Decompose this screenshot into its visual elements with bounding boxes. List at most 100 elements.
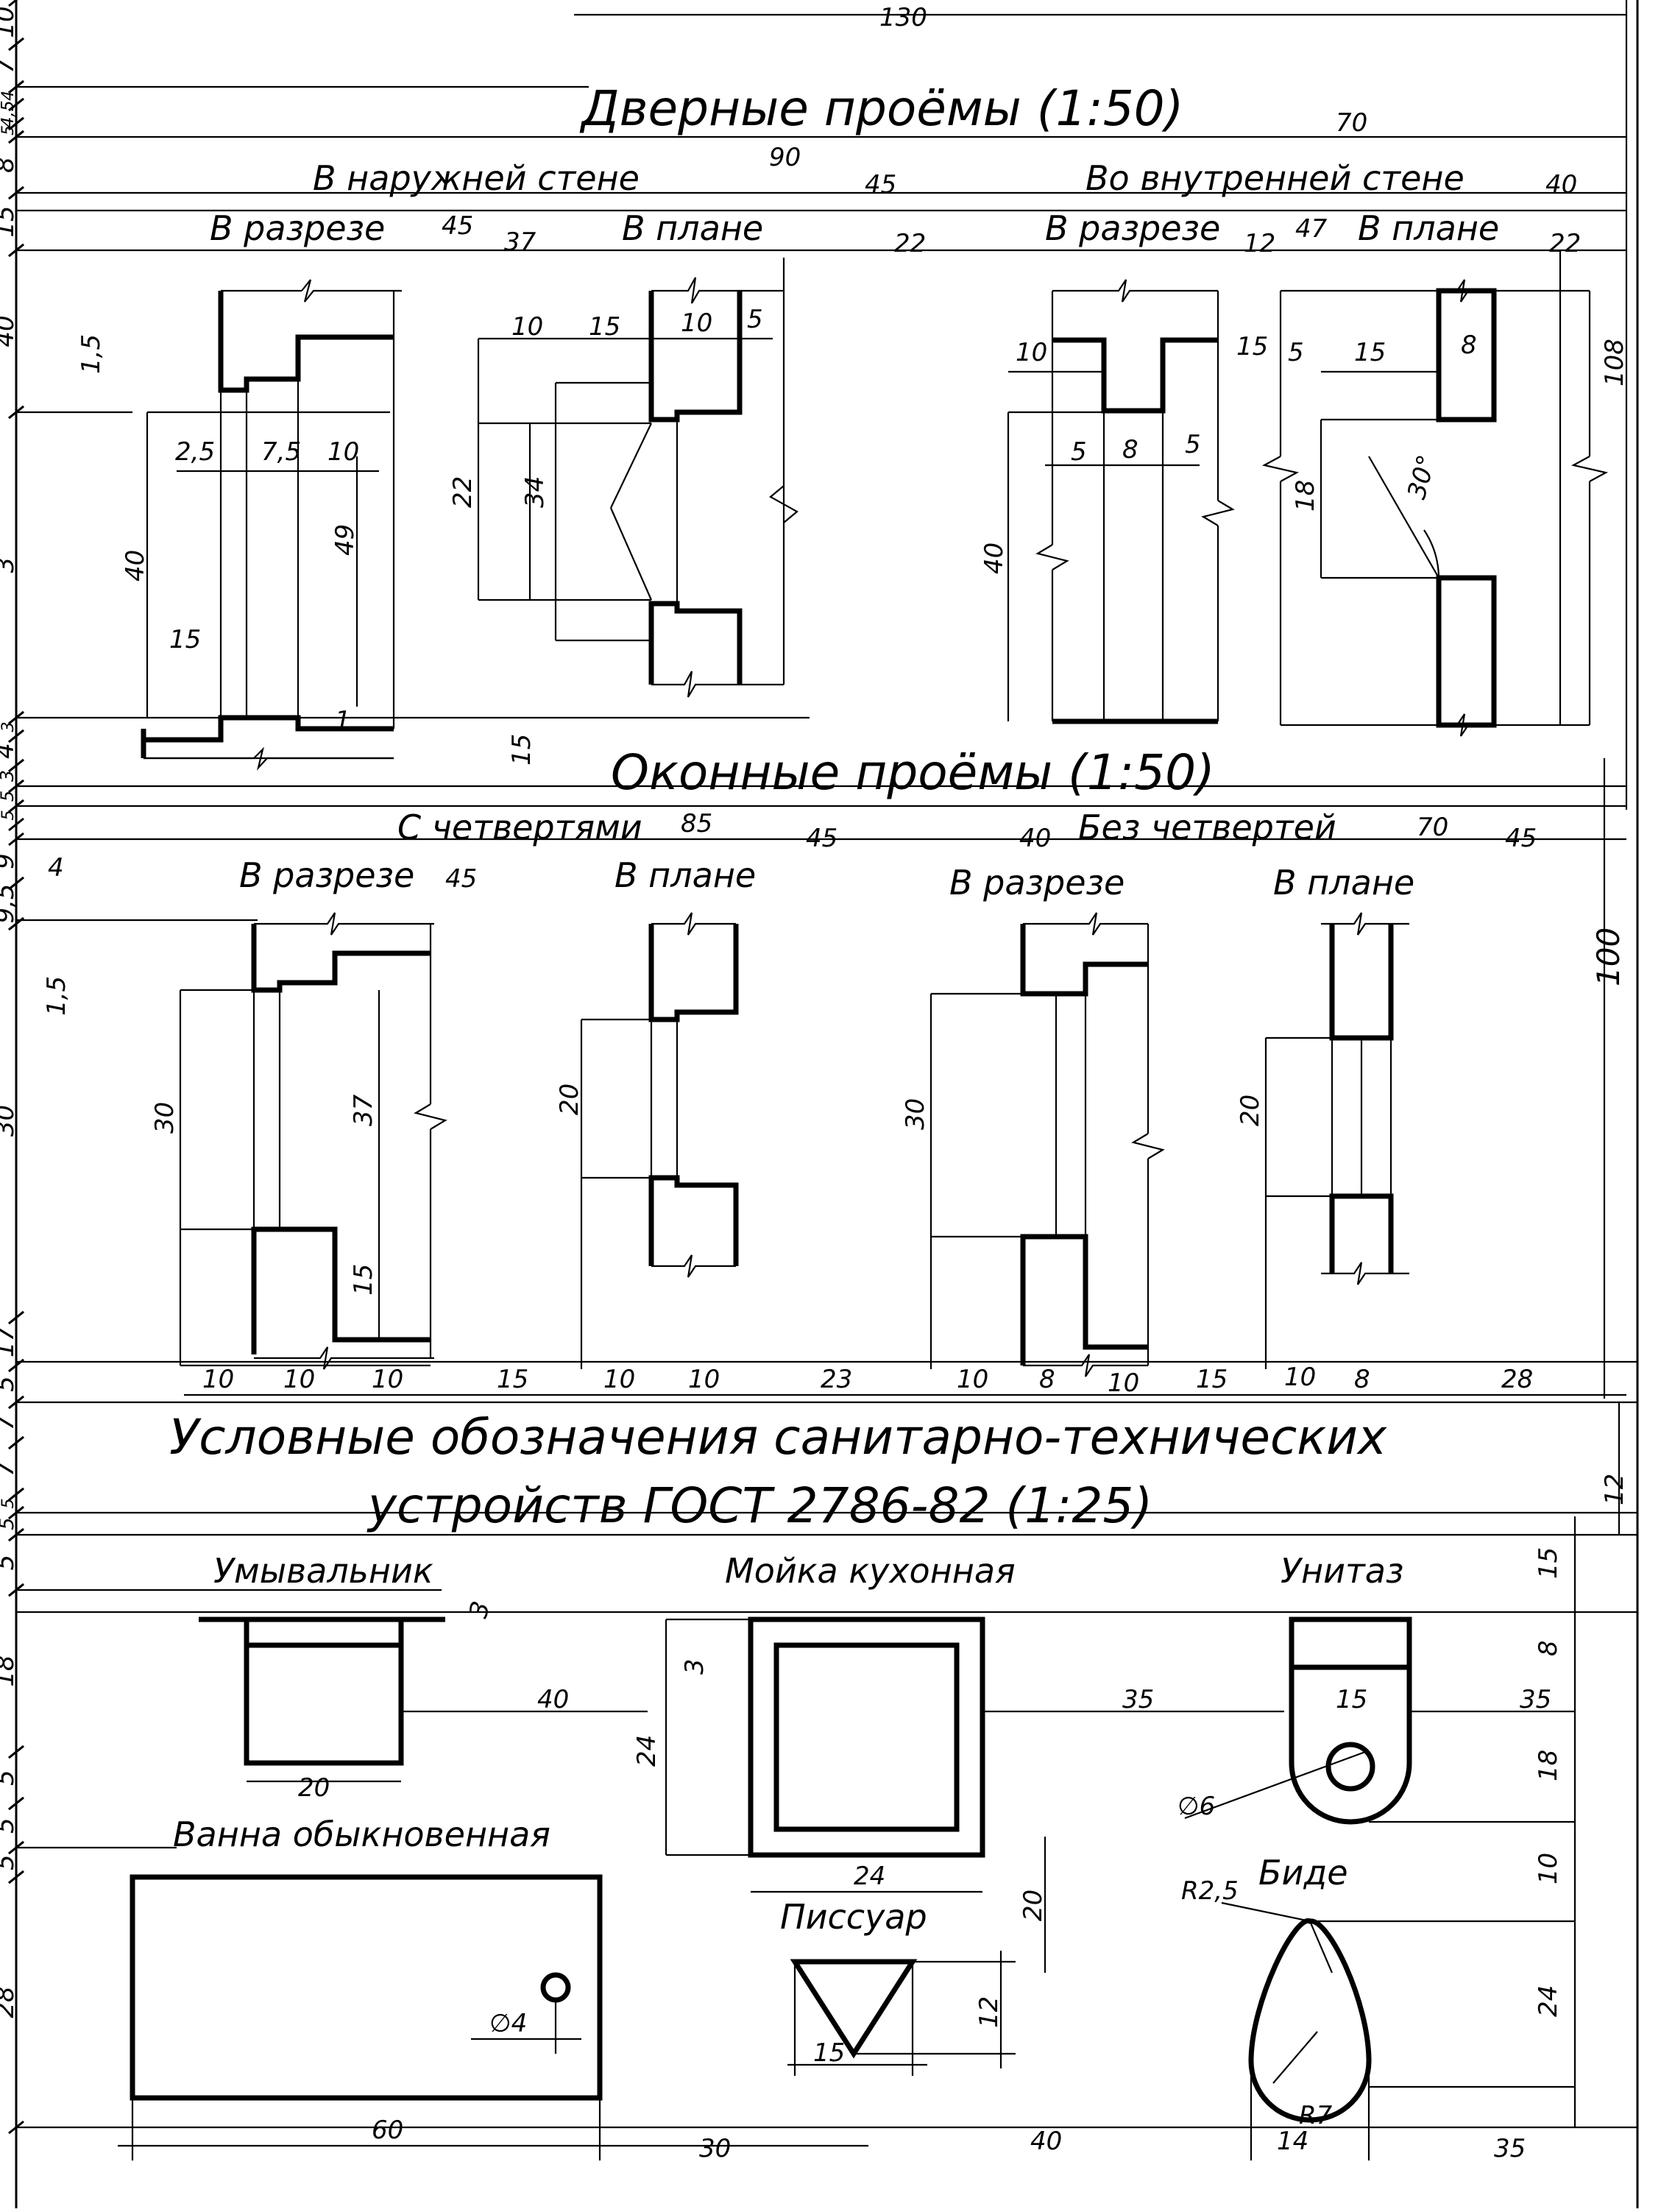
dim-85: 85 [681,809,712,838]
dim-37: 37 [504,227,536,257]
dim-18b: 18 [1534,1750,1563,1781]
dim-4: 4 [48,853,64,883]
label-plan-3: В плане [615,855,756,895]
dim-45c: 45 [806,824,837,853]
dim-35a: 35 [1122,1685,1154,1714]
label-inner-wall: Во внутренней стене [1086,158,1465,198]
dim-w8b: 8 [1354,1365,1370,1394]
bathtub-symbol [118,1874,868,2160]
dim-20c: 20 [298,1773,330,1803]
left-dim-0: 10 [0,6,20,38]
label-without-quarters: Без четвертей [1078,808,1336,847]
dim-45b: 45 [442,211,473,241]
label-washbasin: Умывальник [213,1551,433,1591]
kitchen-sink-symbol [665,1616,1284,1893]
left-dim-2: 4 [0,91,18,101]
dim-2-5: 2,5 [175,437,215,467]
left-dim-14: 9 [0,853,20,869]
dim-10e: 10 [1016,338,1047,367]
dim-70b: 70 [1417,813,1448,842]
bidet-symbol [1221,1901,1575,2160]
dim-12: 12 [1244,229,1275,258]
left-dim-3: 4,5 [0,100,18,127]
left-dim-1: 7 [0,57,20,74]
dim-3b: 3 [680,1658,709,1675]
dim-60: 60 [372,2116,403,2145]
dimension-texts: 130 70 90 45 40 45 37 22 47 12 22 108 10… [42,3,1629,2163]
window-noquarter-plan [1264,912,1409,1369]
left-dim-10: 4 [0,743,20,759]
dim-8c: 8 [1534,1640,1563,1656]
dim-90: 90 [769,143,801,172]
dim-12b: 12 [1600,1474,1629,1505]
label-plan-1: В плане [622,208,763,248]
dim-45e: 45 [445,864,477,894]
dim-70: 70 [1336,108,1367,138]
right-dimension-lines [1559,250,1621,2127]
dim-12c: 12 [974,1996,1004,2028]
frame [15,0,1639,2208]
label-bidet: Биде [1258,1853,1348,1893]
left-dim-18: 5 [0,1376,20,1392]
door-inner-section [1007,279,1235,724]
dim-30b: 30 [901,1098,930,1130]
left-dim-12: 5 [0,791,18,802]
dim-5: 5 [747,305,763,334]
reference-lines [16,13,1637,2129]
dim-w15b: 15 [1196,1365,1228,1394]
dim-w8a: 8 [1039,1365,1055,1394]
door-outer-section [141,279,402,771]
window-quarter-plan [580,912,739,1369]
left-dim-22: 5 [0,1517,18,1530]
label-with-quarters: С четвертями [397,808,642,847]
dim-100: 100 [1590,927,1626,986]
dim-34: 34 [520,476,550,508]
dim-3a: 3 [464,1598,496,1621]
dim-5d: 5 [1288,338,1304,367]
dim-40f: 40 [1030,2127,1062,2156]
dim-7-5: 7,5 [261,437,301,467]
dim-1-5: 1,5 [77,334,106,374]
sanitary-title-line2: устройств ГОСТ 2786-82 (1:25) [366,1477,1152,1534]
washbasin-symbol [199,1616,648,1783]
dim-w23: 23 [821,1365,852,1394]
dim-10c: 10 [511,312,543,342]
dim-45: 45 [865,170,896,199]
dim-8b: 8 [1461,331,1477,360]
dim-40d: 40 [1019,824,1051,853]
dim-15e: 15 [1354,338,1386,367]
dim-30c: 30 [699,2134,731,2163]
dim-8: 8 [1122,435,1138,464]
dim-40e: 40 [537,1685,569,1714]
left-dim-13: 5 [0,810,18,820]
left-dim-24: 18 [0,1655,20,1686]
label-bathtub: Ванна обыкновенная [173,1815,550,1854]
dim-10d: 10 [681,308,712,338]
left-dim-19: 7 [0,1414,20,1430]
dim-40: 40 [1545,170,1577,199]
dim-w10d: 10 [603,1365,635,1394]
left-dim-4: 5 [0,125,18,135]
dim-24b: 24 [854,1862,885,1891]
label-urinal: Писсуар [780,1897,927,1937]
dim-30a: 30 [150,1102,180,1134]
doors-title: Дверные проёмы (1:50) [579,80,1183,137]
dim-1-5b: 1,5 [42,976,71,1016]
dim-130: 130 [879,3,927,32]
left-dim-15: 9,5 [0,883,20,923]
dim-r7: R7 [1299,2101,1333,2130]
dim-w10f: 10 [957,1365,988,1394]
dim-24c: 24 [1534,1985,1563,2017]
dim-20b: 20 [1236,1095,1265,1126]
dim-15g: 15 [349,1264,378,1296]
left-dim-25: 5 [0,1770,20,1786]
dim-14: 14 [1277,2127,1308,2156]
left-dim-28: 28 [0,1986,20,2018]
dim-w10c: 10 [372,1365,403,1394]
dim-35b: 35 [1520,1685,1551,1714]
left-dim-20: 7 [0,1460,20,1477]
dim-22c: 22 [448,476,478,508]
dim-w28: 28 [1501,1365,1533,1394]
label-section-3: В разрезе [239,855,414,895]
